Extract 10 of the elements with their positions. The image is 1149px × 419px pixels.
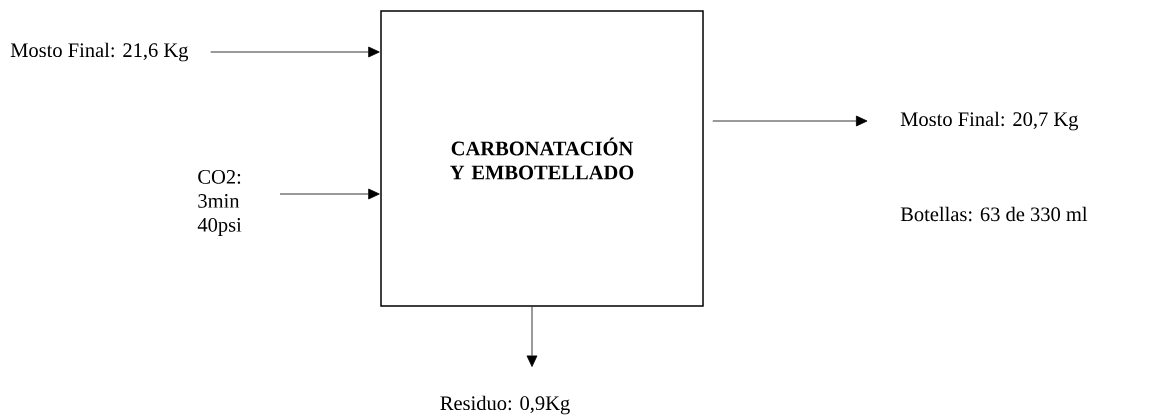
input-label: Mosto Final: 21,6 Kg	[10, 42, 189, 62]
arrow	[210, 46, 380, 58]
process-box: CARBONATACIÓN Y EMBOTELLADO	[380, 10, 704, 307]
output-label: Residuo: 0,9Kg	[440, 395, 570, 415]
note-text: Botellas: 63 de 330 ml	[900, 206, 1088, 222]
output-label: Mosto Final: 20,7 Kg	[900, 111, 1079, 131]
arrow	[279, 188, 380, 200]
input-label: CO2: 3min 40psi	[197, 170, 242, 236]
arrow	[526, 306, 538, 367]
arrow	[712, 115, 868, 127]
